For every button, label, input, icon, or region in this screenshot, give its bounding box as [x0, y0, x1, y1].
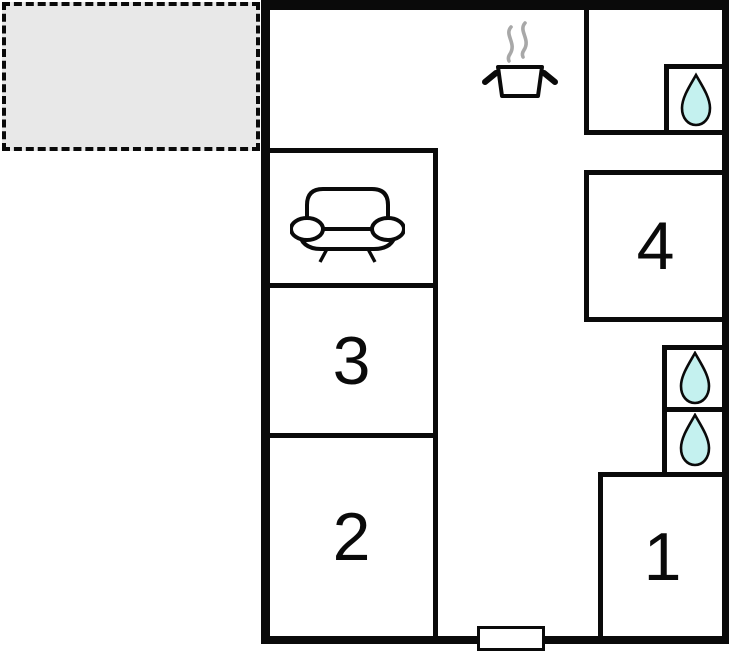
wall-outer-right — [722, 0, 729, 644]
steam-line — [506, 25, 514, 63]
pot-body — [496, 65, 544, 98]
pot-handle-left — [482, 70, 499, 85]
sofa-leg-left — [318, 248, 329, 263]
wall-room1-top — [598, 472, 722, 477]
wall-room4-top — [584, 170, 722, 175]
sofa-icon — [290, 187, 405, 263]
water-drop-icon — [680, 72, 712, 127]
wall-bathroom-topright-left — [584, 10, 589, 135]
steam-line — [520, 21, 528, 59]
sofa-leg-right — [366, 248, 377, 263]
water-drop-icon — [679, 413, 711, 467]
wall-outer-top — [261, 0, 729, 10]
wall-room4-bottom — [584, 317, 722, 322]
wall-bathroom-topright-bottom — [584, 130, 722, 135]
wall-room1-left — [598, 472, 603, 636]
water-drop-shape — [680, 72, 712, 127]
wall-room4-left — [584, 170, 589, 322]
room-3-label: 3 — [332, 322, 371, 399]
wall-shower-topright-top — [664, 64, 722, 69]
wall-room3-room2-divider — [261, 433, 438, 438]
wall-livingroom-top — [261, 148, 438, 153]
wall-left-column-right — [433, 148, 438, 636]
cooking-pot-icon — [482, 21, 558, 98]
wall-outer-left — [261, 0, 270, 644]
room-2-label: 2 — [332, 499, 371, 575]
water-drop-shape — [679, 413, 711, 467]
sofa-armrest-left — [290, 216, 325, 242]
wall-livingroom-room3-divider — [261, 283, 438, 288]
wall-shower-topright-left — [664, 64, 669, 135]
room-1-label: 1 — [643, 518, 682, 595]
terrace-area — [2, 2, 260, 151]
wall-shower-stack-top — [662, 345, 722, 350]
sofa-back — [305, 187, 390, 231]
sofa-armrest-right — [370, 216, 405, 242]
water-drop-shape — [679, 351, 711, 405]
entrance-door — [477, 626, 545, 651]
room-4-label: 4 — [636, 208, 675, 284]
pot-handle-right — [541, 70, 558, 85]
wall-shower-stack-divider — [662, 407, 722, 412]
water-drop-icon — [679, 351, 711, 405]
